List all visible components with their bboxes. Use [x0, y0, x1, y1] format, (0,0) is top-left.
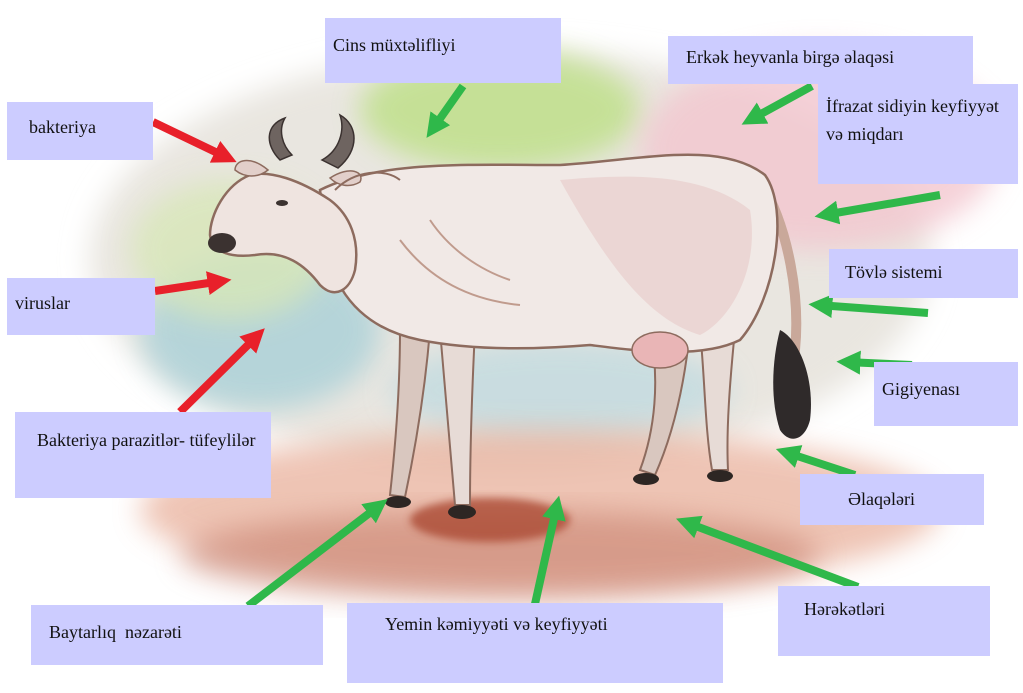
label-yemin-kemiyyeti: Yemin kəmiyyəti və keyfiyyəti — [347, 603, 723, 683]
label-viruslar: viruslar — [7, 278, 155, 335]
label-baytarliq-nezareti: Baytarlıq nəzarəti — [31, 605, 323, 665]
label-cins-muxtelifliyi: Cins müxtəlifliyi — [325, 18, 561, 83]
label-elaqeleri: Əlaqələri — [800, 474, 984, 525]
label-tovle-sistemi: Tövlə sistemi — [829, 249, 1018, 298]
label-hereketleri: Hərəkətləri — [778, 586, 990, 656]
label-gigiyenasi: Gigiyenası — [874, 362, 1018, 426]
label-bakteriya: bakteriya — [7, 102, 153, 160]
label-ifrazat-sidiyin: İfrazat sidiyin keyfiyyət və miqdarı — [818, 84, 1018, 184]
label-bakteriya-parazitler: Bakteriya parazitlər- tüfeylilər — [15, 412, 271, 498]
label-erkek-heyvan-elaqesi: Erkək heyvanla birgə əlaqəsi — [668, 36, 973, 84]
